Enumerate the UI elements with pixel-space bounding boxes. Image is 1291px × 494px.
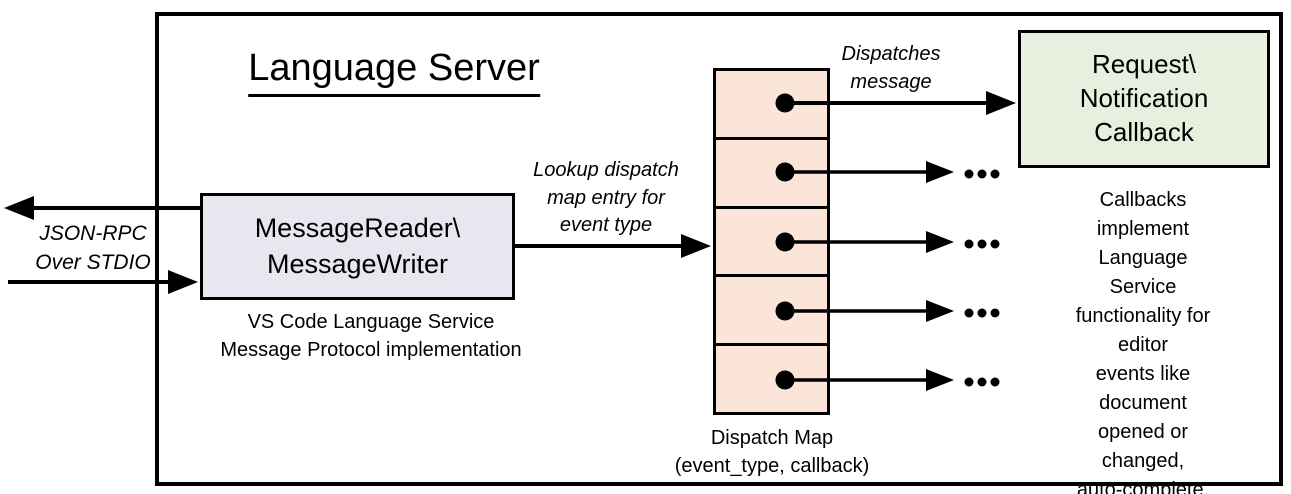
json-rpc-stdio-label: JSON-RPC Over STDIO [35, 222, 151, 274]
reader-box-caption: VS Code Language Service Message Protoco… [220, 311, 522, 361]
dispatch-map-slot [716, 205, 827, 275]
request-notification-callback-box: Request\ Notification Callback [1018, 30, 1270, 168]
diagram-title: Language Server [248, 46, 540, 97]
message-reader-writer-box: MessageReader\ MessageWriter [200, 193, 515, 300]
callback-description: Callbacks implement Language Service fun… [1075, 189, 1211, 494]
dispatch-map-caption: Dispatch Map (event_type, callback) [674, 427, 870, 477]
dispatches-message-label: Dispatches message [841, 43, 941, 93]
lookup-dispatch-label: Lookup dispatch map entry for event type [533, 159, 679, 237]
request-notification-callback-label: Request\ Notification Callback [1079, 49, 1209, 147]
message-reader-writer-label: MessageReader\ MessageWriter [254, 212, 461, 279]
dispatch-map-slot [716, 343, 827, 412]
dispatch-map-slot [716, 274, 827, 343]
dispatch-map-slot [716, 71, 827, 137]
language-server-boundary [155, 12, 1283, 486]
dispatch-map [713, 68, 830, 415]
dispatch-map-slot [716, 136, 827, 206]
